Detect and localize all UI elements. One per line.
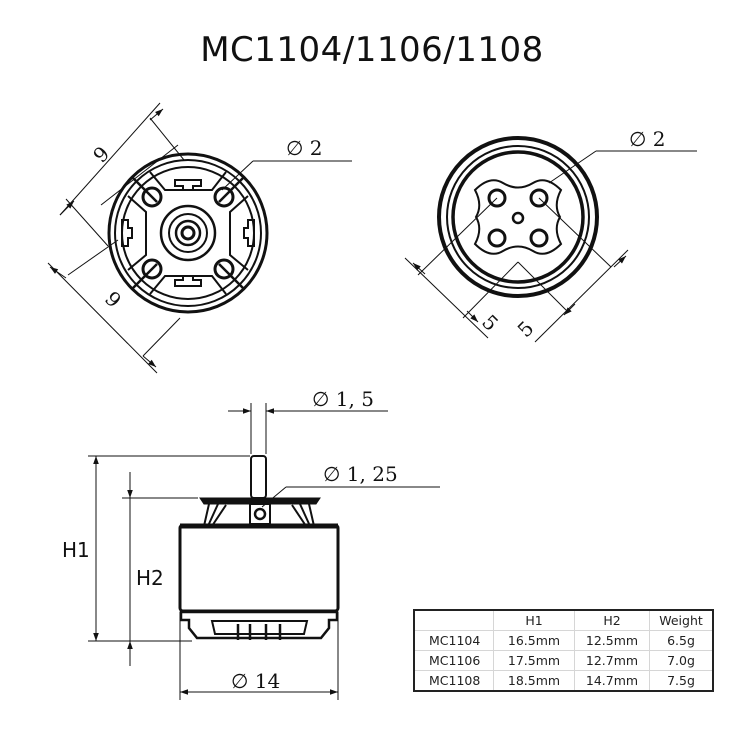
bottom-dim-9-bottom: 9 — [100, 286, 126, 312]
table-row: MC1108 18.5mm 14.7mm 7.5g — [413, 670, 714, 692]
header-cell: H2 — [574, 609, 650, 631]
h2-label: H2 — [136, 566, 164, 590]
screw-diameter-label: ∅ 1, 25 — [323, 462, 398, 486]
h1-cell: 17.5mm — [493, 650, 575, 671]
side-view — [88, 403, 440, 700]
weight-cell: 7.5g — [649, 670, 714, 692]
body-diameter-label: ∅ 14 — [231, 669, 280, 693]
weight-cell: 7.0g — [649, 650, 714, 671]
table-row: MC1104 16.5mm 12.5mm 6.5g — [413, 630, 714, 651]
h2-cell: 12.5mm — [574, 630, 650, 651]
h2-cell: 14.7mm — [574, 670, 650, 692]
header-cell: H1 — [493, 609, 575, 631]
table-row: MC1106 17.5mm 12.7mm 7.0g — [413, 650, 714, 671]
header-cell — [413, 609, 494, 631]
h1-cell: 18.5mm — [493, 670, 575, 692]
weight-cell: 6.5g — [649, 630, 714, 651]
bottom-hole-label: ∅ 2 — [286, 136, 323, 160]
h2-cell: 12.7mm — [574, 650, 650, 671]
bottom-dim-9-top: 9 — [88, 141, 114, 167]
top-dim-5-right: 5 — [513, 316, 539, 342]
table-header-row: H1 H2 Weight — [413, 609, 714, 631]
page-title: MC1104/1106/1108 — [200, 30, 544, 70]
shaft-diameter-label: ∅ 1, 5 — [312, 387, 374, 411]
model-cell: MC1108 — [413, 670, 494, 692]
bottom-view — [47, 102, 352, 374]
top-view — [404, 136, 697, 343]
h1-label: H1 — [62, 538, 90, 562]
top-hole-label: ∅ 2 — [629, 127, 666, 151]
model-cell: MC1106 — [413, 650, 494, 671]
spec-table: H1 H2 Weight MC1104 16.5mm 12.5mm 6.5g M… — [413, 609, 714, 692]
model-cell: MC1104 — [413, 630, 494, 651]
header-cell: Weight — [649, 609, 714, 631]
h1-cell: 16.5mm — [493, 630, 575, 651]
